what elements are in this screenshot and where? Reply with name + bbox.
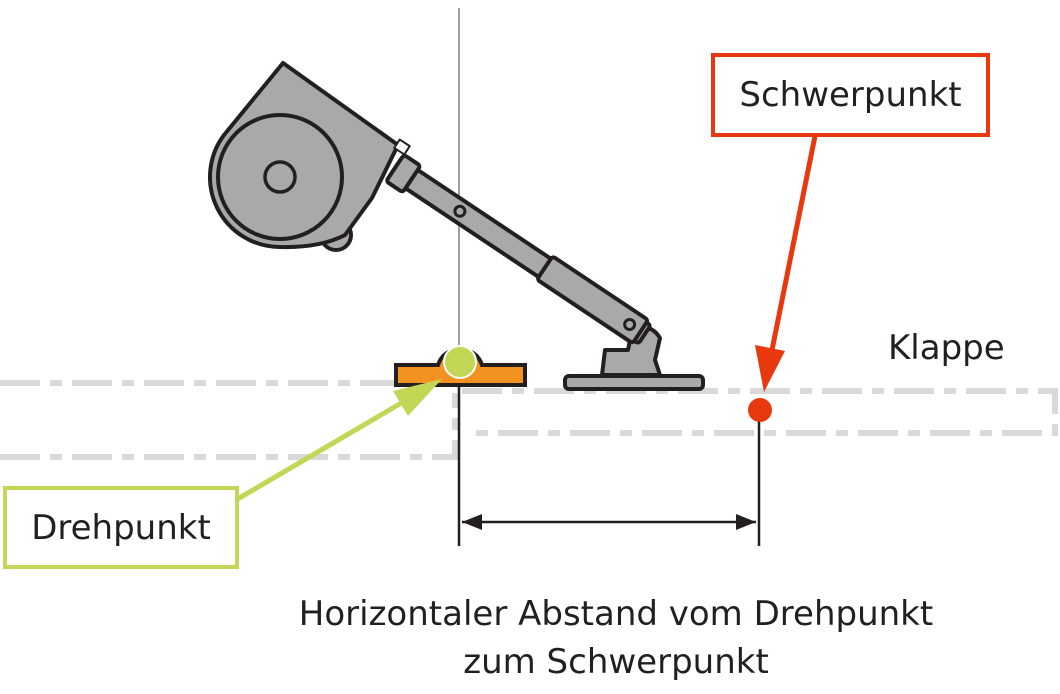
flap-label: Klappe (888, 328, 1005, 368)
center-of-gravity-label: Schwerpunkt (739, 75, 962, 115)
gravity-callout-arrow (765, 135, 818, 371)
drum-center (263, 160, 297, 194)
center-of-gravity-label-box: Schwerpunkt (711, 53, 990, 137)
arm-sleeve (536, 255, 650, 345)
pivot-hinge (394, 345, 527, 387)
pivot-arrowhead (393, 379, 442, 416)
gravity-arrowhead (755, 345, 785, 392)
flap-stay-mechanism (208, 61, 705, 391)
caption-line-2: zum Schwerpunkt (463, 642, 769, 682)
center-of-gravity-dot (748, 398, 772, 422)
pivot-callout-arrow (234, 389, 422, 503)
flap-outline (0, 380, 1058, 460)
base-plate (563, 374, 705, 391)
pivot-point-label: Drehpunkt (31, 507, 211, 548)
pivot-point-label-box: Drehpunkt (3, 486, 239, 569)
caption: Horizontaler Abstand vom Drehpunkt zum S… (180, 590, 1052, 686)
caption-line-1: Horizontaler Abstand vom Drehpunkt (298, 594, 934, 634)
pivot-point-marker (443, 345, 477, 379)
